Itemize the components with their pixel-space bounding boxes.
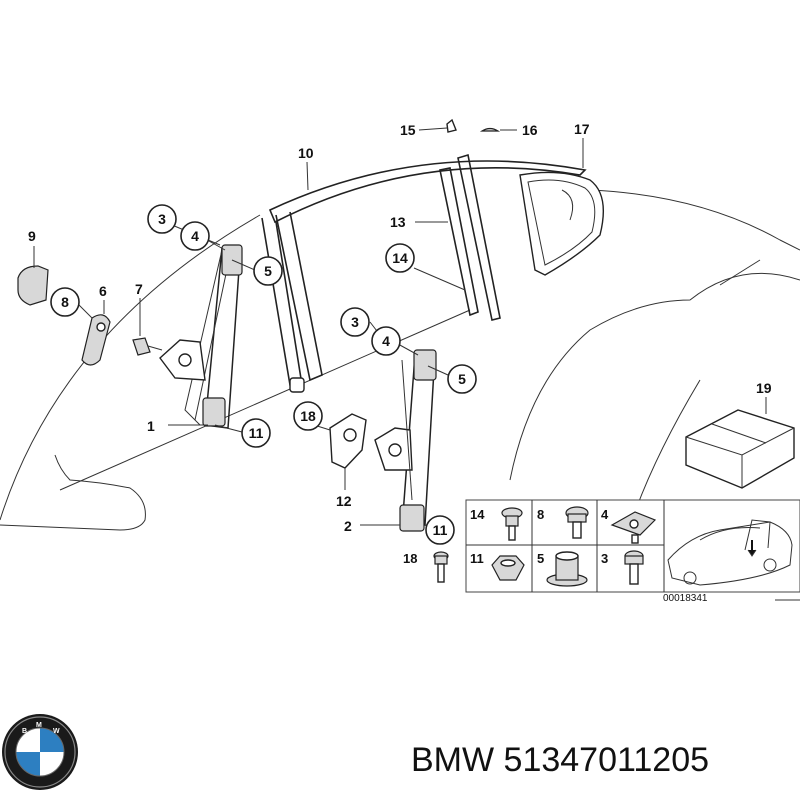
label-10: 10: [298, 145, 314, 161]
clip-part-16: [479, 127, 501, 132]
clip-part-15: [446, 118, 457, 133]
callout-8-text: 8: [61, 294, 69, 310]
window-motor-part-12: [329, 413, 367, 469]
callout-5-upper-text: 5: [264, 263, 272, 279]
callout-3-lower-text: 3: [351, 314, 359, 330]
bolt-3-icon: [624, 550, 644, 585]
table-label-18: 18: [403, 551, 417, 566]
callout-3-upper: 3: [147, 204, 177, 234]
callout-4-lower-text: 4: [382, 333, 390, 349]
guide-rail-part-13: [439, 153, 501, 321]
svg-text:M: M: [36, 722, 42, 729]
label-15: 15: [400, 122, 416, 138]
label-6: 6: [99, 283, 107, 299]
callout-14-text: 14: [392, 250, 408, 266]
rear-window-regulator: [374, 349, 437, 532]
callout-3-upper-text: 3: [158, 211, 166, 227]
brand-name: BMW: [411, 741, 495, 779]
callout-11-right-text: 11: [433, 522, 448, 538]
label-19: 19: [756, 380, 772, 396]
front-window-regulator: [159, 244, 243, 429]
callout-5-upper: 5: [253, 256, 283, 286]
label-17: 17: [574, 121, 590, 137]
label-2: 2: [344, 518, 352, 534]
callout-4-upper: 4: [180, 221, 210, 251]
hardware-table: 14 8 4 18 11 5 3: [403, 499, 800, 604]
callout-5-lower-text: 5: [458, 371, 466, 387]
table-label-8: 8: [537, 507, 544, 522]
screw-14-icon: [501, 507, 523, 541]
label-9: 9: [28, 228, 36, 244]
nut-11-icon: [491, 555, 525, 581]
crank-handle-part-6: [81, 314, 111, 366]
label-12: 12: [336, 493, 352, 509]
callout-11-left: 11: [241, 418, 271, 448]
svg-text:W: W: [53, 728, 60, 735]
callout-11-left-text: 11: [249, 425, 264, 441]
table-label-14: 14: [470, 507, 485, 522]
label-7: 7: [135, 281, 143, 297]
callout-5-lower: 5: [447, 364, 477, 394]
screw-18-icon: [433, 551, 449, 583]
svg-text:B: B: [22, 728, 27, 735]
window-frame-part-10: [261, 160, 587, 393]
cover-cap-part-9: [17, 265, 49, 306]
table-label-3: 3: [601, 551, 608, 566]
part-number: 51347011205: [503, 741, 710, 779]
bolt-part-7: [132, 337, 163, 356]
table-label-4: 4: [601, 507, 609, 522]
brand-part-number-caption: BMW 51347011205: [411, 738, 791, 782]
callout-4-upper-text: 4: [191, 228, 199, 244]
callout-14: 14: [385, 243, 415, 273]
quarter-window-part-17: [519, 171, 604, 276]
table-label-11: 11: [470, 551, 484, 566]
vehicle-thumbnail-icon: [667, 519, 793, 586]
label-16: 16: [522, 122, 538, 138]
callout-8: 8: [50, 287, 80, 317]
table-label-5: 5: [537, 551, 544, 566]
label-1: 1: [147, 418, 155, 434]
callout-11-right: 11: [425, 515, 455, 545]
diagram-code: 00018341: [663, 593, 708, 604]
callout-18: 18: [293, 401, 323, 431]
kit-box-part-19: [685, 409, 795, 489]
callout-18-text: 18: [300, 408, 316, 424]
callout-3-lower: 3: [340, 307, 370, 337]
bushing-5-icon: [546, 551, 588, 587]
callout-4-lower: 4: [371, 326, 401, 356]
label-13: 13: [390, 214, 406, 230]
bmw-roundel-icon: B M W: [2, 714, 78, 790]
clip-nut-4-icon: [610, 511, 657, 544]
screw-8-icon: [565, 506, 589, 539]
